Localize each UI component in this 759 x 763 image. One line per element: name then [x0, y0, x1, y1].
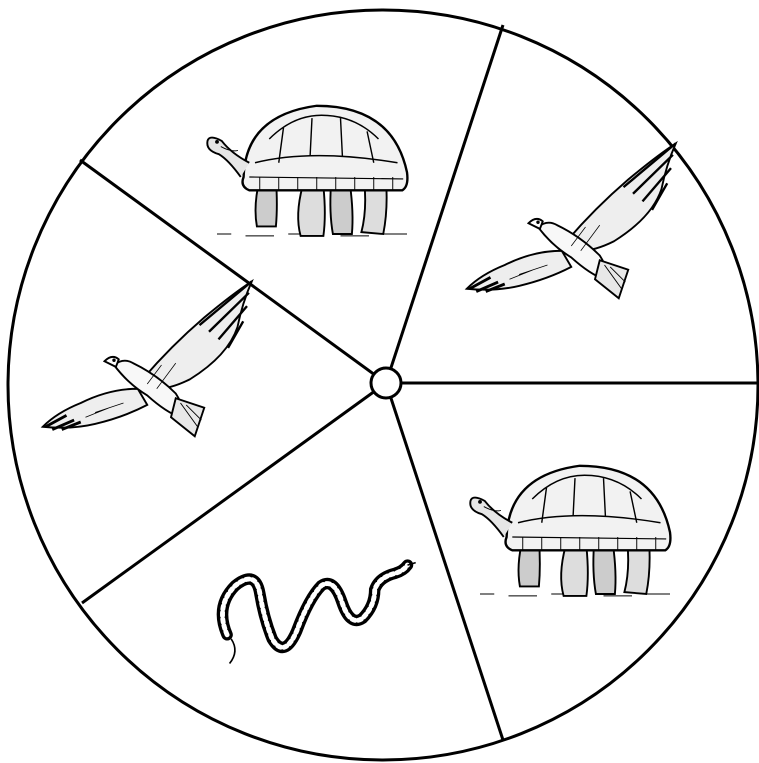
center-hub — [371, 368, 401, 398]
